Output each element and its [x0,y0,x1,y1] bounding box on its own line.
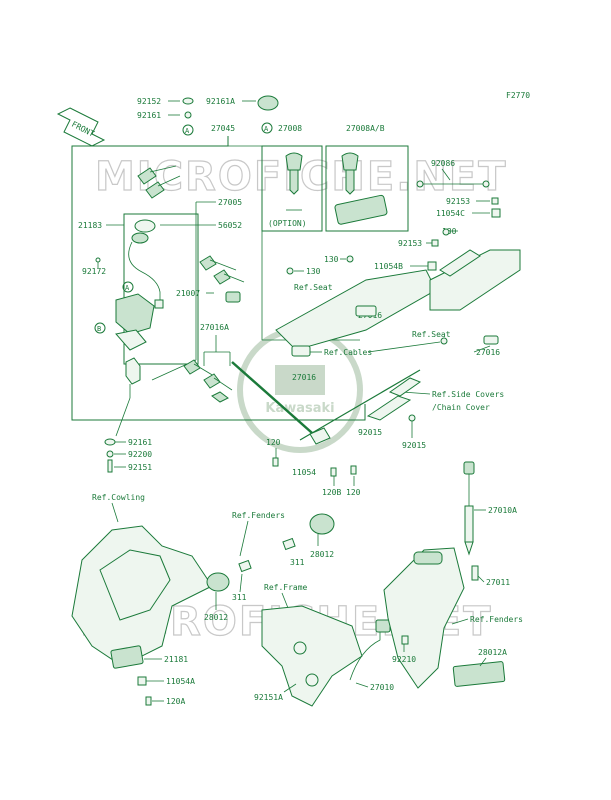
label-27045: 27045 [211,124,235,133]
label-120-a: 120 [266,438,281,447]
label-27010A: 27010A [488,506,517,515]
frame-bracket [261,605,363,707]
label-27016-b: 27016 [476,348,500,357]
label-21007: 21007 [176,289,200,298]
label-92161-top: 92161 [137,111,161,120]
label-92161-bottom: 92161 [128,438,152,447]
key-21007 [199,255,245,303]
label-92172: 92172 [82,267,106,276]
label-92151A: 92151A [254,693,283,702]
seat-bracket-right [429,249,521,311]
label-92015-b: 92015 [402,441,426,450]
label-27008AB: 27008A/B [346,124,385,133]
switch-box [123,213,199,365]
label-120-b: 120 [346,488,361,497]
label-92161A: 92161A [206,97,235,106]
option-fob-box [325,145,409,232]
label-28012-b: 28012 [204,613,228,622]
label-ref-cables: Ref.Cables [324,348,372,357]
label-92086: 92086 [431,159,455,168]
label-27011: 27011 [486,578,510,587]
label-92152: 92152 [137,97,161,106]
label-ref-side-covers: Ref.Side Covers [432,390,504,399]
label-311-b: 311 [232,593,247,602]
rear-fender [383,547,465,689]
label-28012A: 28012A [478,648,507,657]
label-27016A: 27016A [200,323,229,332]
label-130-left: 130 [306,267,321,276]
key-27005 [137,165,181,199]
label-92210: 92210 [392,655,416,664]
label-option: (OPTION) [268,219,307,228]
label-ref-seat-1: Ref.Seat [294,283,333,292]
marker-a-switch: A [125,284,130,292]
label-11054A: 11054A [166,677,195,686]
logo-text: Kawasaki [265,401,334,416]
label-ref-chain-cover: /Chain Cover [432,403,490,412]
marker-a-right: A [264,125,269,133]
label-11054C: 11054C [436,209,465,218]
label-ref-fenders-2: Ref.Fenders [470,615,523,624]
marker-b-switch: B [97,325,101,333]
label-ref-cowling: Ref.Cowling [92,493,145,502]
front-arrow-icon: FRONT [56,107,106,147]
label-21181: 21181 [164,655,188,664]
label-92153-top: 92153 [446,197,470,206]
label-92153-mid: 92153 [398,239,422,248]
label-28012-a: 28012 [310,550,334,559]
label-56052: 56052 [218,221,242,230]
option-key-box [261,145,323,232]
label-311-a: 311 [290,558,305,567]
label-120A: 120A [166,697,185,706]
label-27005: 27005 [218,198,242,207]
key-27016A [183,359,233,403]
label-ref-fenders-1: Ref.Fenders [232,511,285,520]
key-set-box [71,136,366,421]
figure-code: F2770 [506,91,530,100]
label-27010: 27010 [370,683,394,692]
label-21183: 21183 [78,221,102,230]
label-92151: 92151 [128,463,152,472]
label-130-mid: 130 [324,255,339,264]
label-27016-c: 27016 [292,373,316,382]
label-92015-a: 92015 [358,428,382,437]
cowling-stay [71,525,213,667]
label-11054B: 11054B [374,262,403,271]
label-92200: 92200 [128,450,152,459]
label-ref-seat-2: Ref.Seat [412,330,451,339]
label-120B: 120B [322,488,341,497]
label-27008: 27008 [278,124,302,133]
label-ref-frame: Ref.Frame [264,583,308,592]
label-11054: 11054 [292,468,316,477]
marker-a-top: A [185,127,190,135]
